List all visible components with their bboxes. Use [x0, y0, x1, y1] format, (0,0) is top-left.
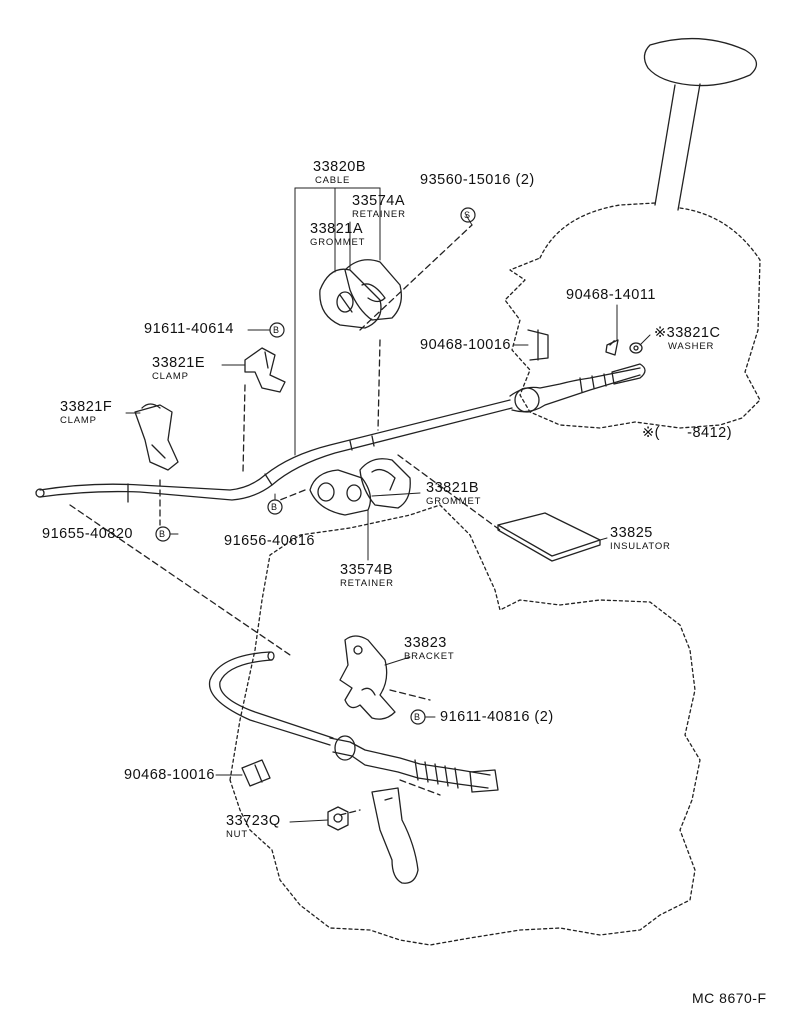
retainer-b: [359, 458, 411, 509]
part-name-grommet-a: GROMMET: [310, 237, 366, 248]
part-number-retainer-b: 33574B: [340, 562, 393, 578]
part-name-bracket: BRACKET: [404, 651, 455, 662]
grommet-a: [319, 268, 382, 329]
leader-dashed: [69, 224, 616, 816]
shift-arm: [371, 787, 419, 884]
part-name-clamp-e: CLAMP: [152, 371, 189, 382]
part-name-nut: NUT: [226, 829, 248, 840]
part-name-cable: CABLE: [315, 175, 351, 186]
part-number-retainer-a: 33574A: [352, 193, 405, 209]
insulator-pad: [497, 512, 601, 562]
shift-housing-outline: [504, 202, 761, 429]
part-number-bolt-grommet-b: 91656-40616: [224, 533, 315, 549]
part-number-grommet-b: 33821B: [426, 480, 479, 496]
part-number-insulator: 33825: [610, 525, 653, 541]
part-number-washer: ※33821C: [654, 325, 721, 341]
part-number-clip-lower: 90468-10016: [124, 767, 215, 783]
clip-lower: [241, 759, 271, 787]
bracket-plate: [339, 635, 396, 720]
pin-cotter: [605, 339, 619, 356]
part-name-clamp-f: CLAMP: [60, 415, 97, 426]
symbol-b: B: [414, 712, 421, 722]
washer-ring: [629, 342, 643, 354]
part-number-grommet-a: 33821A: [310, 221, 363, 237]
shift-knob: [643, 37, 757, 211]
part-number-clamp-e: 33821E: [152, 355, 205, 371]
leader-solid: [125, 187, 651, 823]
part-number-bracket: 33823: [404, 635, 447, 651]
upper-cable: [35, 363, 646, 503]
part-name-retainer-b: RETAINER: [340, 578, 394, 589]
part-name-grommet-b: GROMMET: [426, 496, 482, 507]
symbol-b: B: [273, 325, 280, 335]
nut-hex: [327, 806, 349, 831]
part-number-bolt-clamp-e: 91611-40614: [144, 321, 234, 337]
part-number-clip-upper: 90468-10016: [420, 337, 511, 353]
clamp-f: [134, 403, 179, 471]
symbol-leaders: [169, 493, 436, 718]
part-name-insulator: INSULATOR: [610, 541, 671, 552]
part-number-cable: 33820B: [313, 159, 366, 175]
part-number-screw-s: 93560-15016 (2): [420, 172, 535, 188]
remark-note: ※( -8412): [642, 425, 733, 441]
part-name-retainer-a: RETAINER: [352, 209, 406, 220]
clamp-e: [244, 347, 286, 393]
lower-cable: [208, 651, 499, 793]
symbol-s: S: [464, 210, 471, 220]
part-name-washer: WASHER: [668, 341, 715, 352]
part-number-nut: 33723Q: [226, 813, 281, 829]
part-number-pin-top: 90468-14011: [566, 287, 656, 303]
symbol-b: B: [271, 502, 278, 512]
symbol-b: B: [159, 529, 166, 539]
clip-upper: [527, 329, 549, 361]
retainer-a: [344, 259, 403, 321]
part-number-bolt-clamp-f: 91655-40820: [42, 526, 133, 542]
part-number-bolt-bracket: 91611-40816 (2): [440, 709, 554, 725]
footer-code: MC 8670-F: [692, 990, 767, 1006]
transmission-outline: [229, 504, 701, 946]
grommet-b: [309, 469, 372, 516]
part-number-clamp-f: 33821F: [60, 399, 113, 415]
